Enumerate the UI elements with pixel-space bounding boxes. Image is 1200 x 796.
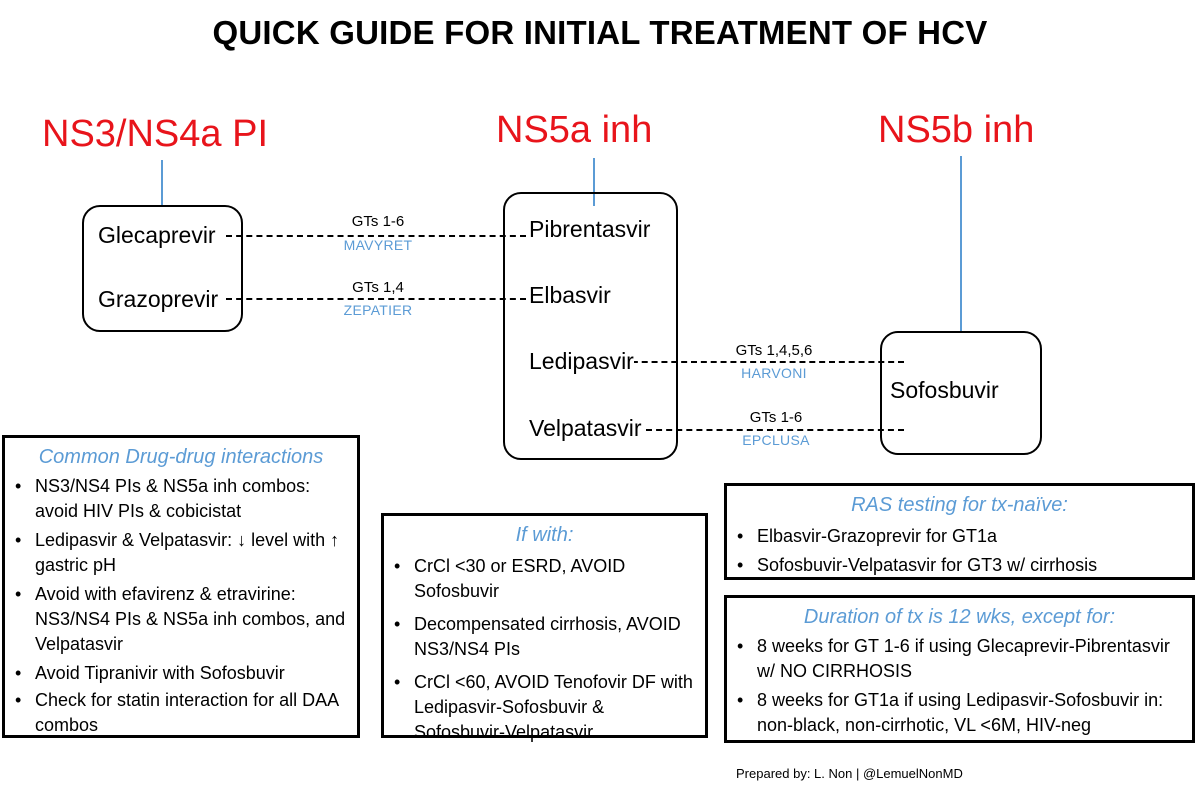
zepatier-brand: ZEPATIER: [343, 302, 413, 318]
if-with-panel-title: If with:: [515, 524, 574, 546]
zepatier-genotypes: GTs 1,4: [352, 279, 404, 296]
list-item: Ledipasvir & Velpatasvir: ↓ level with ↑…: [5, 528, 349, 578]
class-label-ns5a-inh: NS5a inh: [496, 109, 653, 151]
drug-ledipasvir: Ledipasvir: [529, 347, 634, 375]
page-title: QUICK GUIDE FOR INITIAL TREATMENT OF HCV: [212, 14, 988, 51]
drug-velpatasvir: Velpatasvir: [529, 414, 642, 442]
list-item: NS3/NS4 PIs & NS5a inh combos: avoid HIV…: [5, 474, 349, 524]
ns5b-drug-box: [880, 331, 1042, 455]
if-with-list: CrCl <30 or ESRD, AVOID Sofosbuvir Decom…: [384, 554, 705, 745]
combo-line-zepatier: [226, 298, 526, 300]
list-item: Decompensated cirrhosis, AVOID NS3/NS4 P…: [384, 612, 697, 662]
ras-list: Elbasvir-Grazoprevir for GT1a Sofosbuvir…: [727, 524, 1192, 578]
if-with-panel: If with: CrCl <30 or ESRD, AVOID Sofosbu…: [381, 513, 708, 742]
ns3-drug-box: [82, 205, 243, 332]
credit-line: Prepared by: L. Non | @LemuelNonMD: [736, 766, 963, 781]
list-item: 8 weeks for GT1a if using Ledipasvir-Sof…: [727, 688, 1184, 738]
list-item: CrCl <30 or ESRD, AVOID Sofosbuvir: [384, 554, 697, 604]
list-item: Avoid with efavirenz & etravirine: NS3/N…: [5, 582, 349, 657]
combo-line-mavyret: [226, 235, 526, 237]
connector-ns5a: [593, 158, 595, 206]
drug-pibrentasvir: Pibrentasvir: [529, 215, 651, 243]
combo-line-harvoni: [622, 361, 904, 363]
connector-ns3: [161, 160, 163, 206]
ras-testing-panel: RAS testing for tx-naïve: Elbasvir-Grazo…: [724, 483, 1195, 580]
mavyret-genotypes: GTs 1-6: [351, 213, 405, 230]
list-item: Avoid Tipranivir with Sofosbuvir: [5, 661, 349, 686]
harvoni-brand: HARVONI: [741, 365, 807, 381]
connector-ns5b: [960, 156, 962, 332]
epclusa-genotypes: GTs 1-6: [749, 409, 803, 426]
harvoni-genotypes: GTs 1,4,5,6: [735, 342, 813, 359]
list-item: CrCl <60, AVOID Tenofovir DF with Ledipa…: [384, 670, 697, 745]
drug-sofosbuvir: Sofosbuvir: [890, 377, 999, 403]
list-item: 8 weeks for GT 1-6 if using Glecaprevir-…: [727, 634, 1184, 684]
duration-panel-title: Duration of tx is 12 wks, except for:: [803, 606, 1116, 628]
duration-panel: Duration of tx is 12 wks, except for: 8 …: [724, 595, 1195, 743]
list-item: Sofosbuvir-Velpatasvir for GT3 w/ cirrho…: [727, 553, 1192, 578]
ns5a-drug-box: [503, 192, 678, 460]
ras-panel-title: RAS testing for tx-naïve:: [851, 494, 1068, 516]
list-item: Check for statin interaction for all DAA…: [5, 688, 349, 738]
ddi-list: NS3/NS4 PIs & NS5a inh combos: avoid HIV…: [5, 474, 357, 738]
drug-grazoprevir: Grazoprevir: [98, 285, 219, 313]
ddi-panel: Common Drug-drug interactions NS3/NS4 PI…: [2, 435, 360, 738]
class-label-ns5b-inh: NS5b inh: [878, 109, 1035, 151]
class-label-ns3-ns4a-pi: NS3/NS4a PI: [42, 113, 268, 155]
drug-elbasvir: Elbasvir: [529, 281, 611, 309]
epclusa-brand: EPCLUSA: [742, 432, 810, 448]
combo-line-epclusa: [646, 429, 904, 431]
duration-list: 8 weeks for GT 1-6 if using Glecaprevir-…: [727, 634, 1192, 738]
ddi-panel-title: Common Drug-drug interactions: [38, 446, 324, 468]
mavyret-brand: MAVYRET: [343, 237, 413, 253]
drug-glecaprevir: Glecaprevir: [98, 221, 216, 249]
list-item: Elbasvir-Grazoprevir for GT1a: [727, 524, 1192, 549]
